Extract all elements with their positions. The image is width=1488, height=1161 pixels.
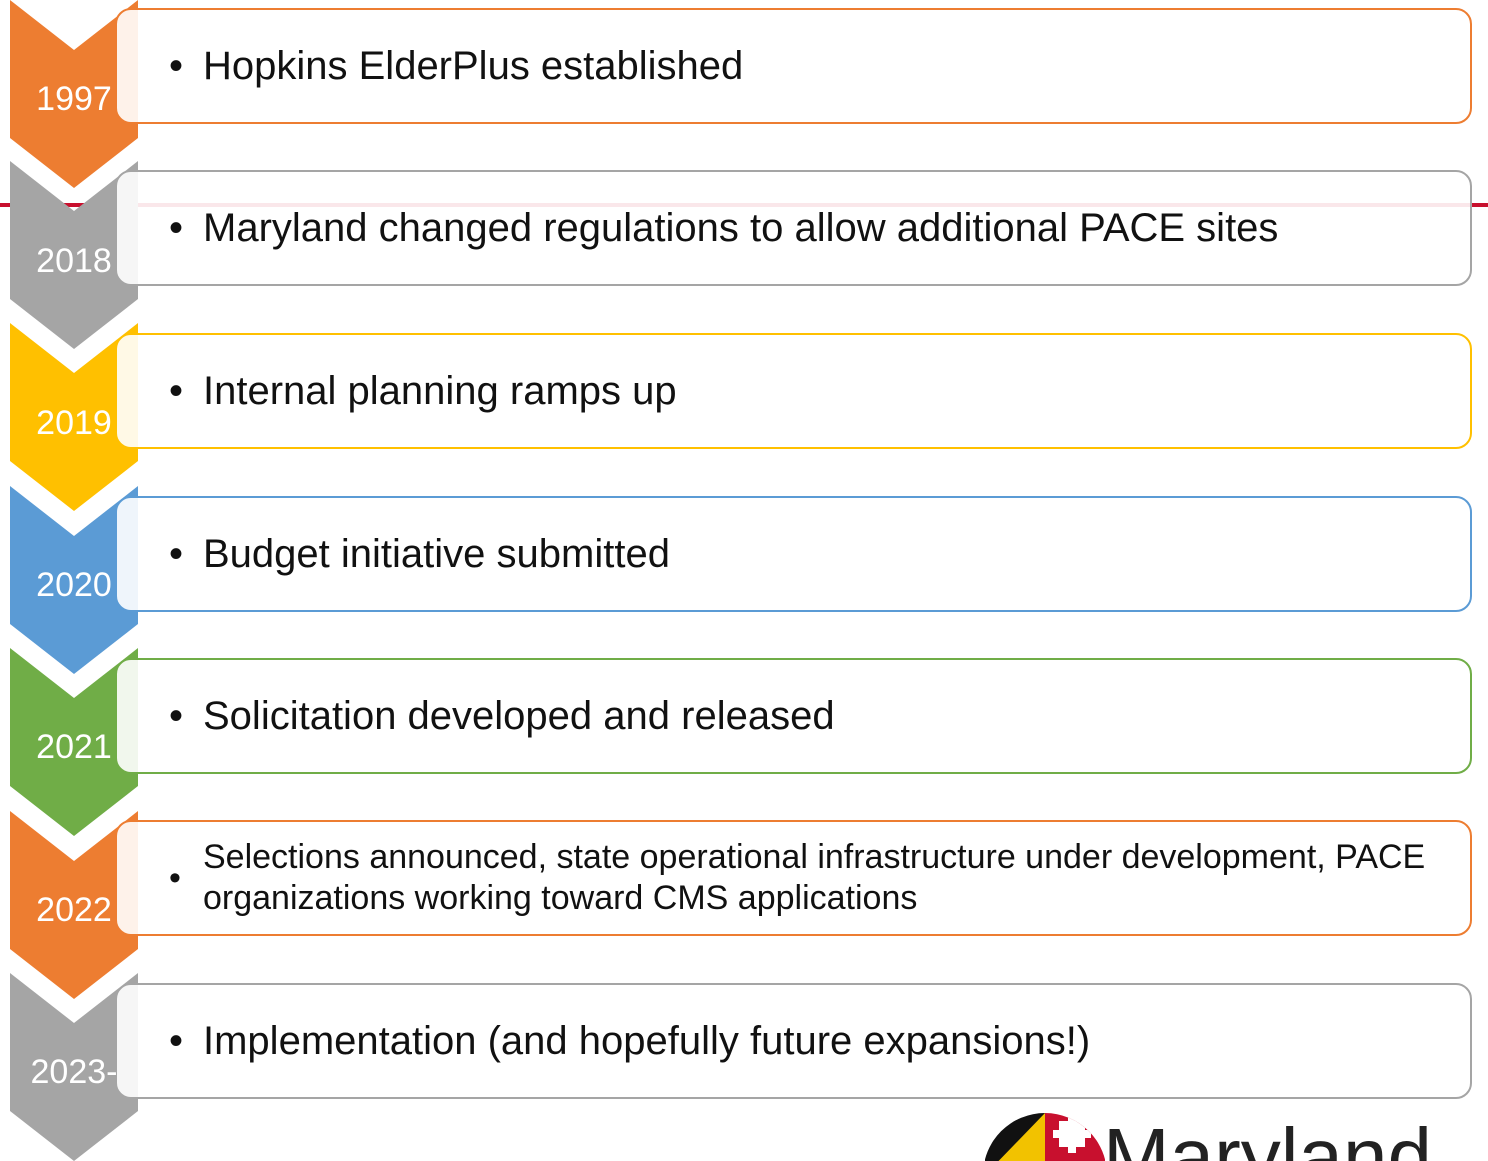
timeline-item-text: Selections announced, state operational … <box>203 838 1426 917</box>
chevron-1997 <box>10 0 138 188</box>
timeline-item-text: Budget initiative submitted <box>203 532 670 576</box>
bullet-icon: • <box>169 369 184 413</box>
timeline-item-2023: • Implementation (and hopefully future e… <box>115 983 1472 1099</box>
timeline-year: 2021 <box>36 728 112 766</box>
bullet-icon: • <box>169 1019 184 1063</box>
bullet-icon: • <box>169 694 184 738</box>
maryland-flag-icon <box>985 1113 1105 1161</box>
timeline-item-1997: • Hopkins ElderPlus established <box>115 8 1472 124</box>
chevron-2022 <box>10 811 138 999</box>
timeline-item-text: Maryland changed regulations to allow ad… <box>203 206 1279 250</box>
timeline-year: 2020 <box>36 566 112 604</box>
timeline-year: 2018 <box>36 242 112 280</box>
timeline-item-2018: • Maryland changed regulations to allow … <box>115 170 1472 286</box>
timeline-item-2021: • Solicitation developed and released <box>115 658 1472 774</box>
maryland-logo: Maryland <box>985 1113 1488 1161</box>
timeline-item-text: Internal planning ramps up <box>203 369 677 413</box>
chevron-2018 <box>10 161 138 349</box>
bullet-icon: • <box>169 532 184 576</box>
timeline-item-text: Hopkins ElderPlus established <box>203 44 744 88</box>
chevron-2023 <box>10 973 138 1161</box>
timeline-item-2022: • Selections announced, state operationa… <box>115 820 1472 936</box>
bullet-icon: • <box>169 44 184 88</box>
timeline-item-2020: • Budget initiative submitted <box>115 496 1472 612</box>
timeline-item-2019: • Internal planning ramps up <box>115 333 1472 449</box>
timeline-year: 2019 <box>36 404 112 442</box>
timeline-item-text: Solicitation developed and released <box>203 694 835 738</box>
bullet-icon: • <box>169 859 181 897</box>
timeline-year: 2023- <box>30 1053 118 1091</box>
chevron-2020 <box>10 486 138 674</box>
bullet-icon: • <box>169 206 184 250</box>
timeline-year: 2022 <box>36 891 112 929</box>
chevron-2021 <box>10 648 138 836</box>
chevron-2019 <box>10 323 138 511</box>
logo-wordmark: Maryland <box>1103 1113 1433 1161</box>
timeline-year: 1997 <box>36 80 112 118</box>
timeline-item-text: Implementation (and hopefully future exp… <box>203 1019 1091 1063</box>
